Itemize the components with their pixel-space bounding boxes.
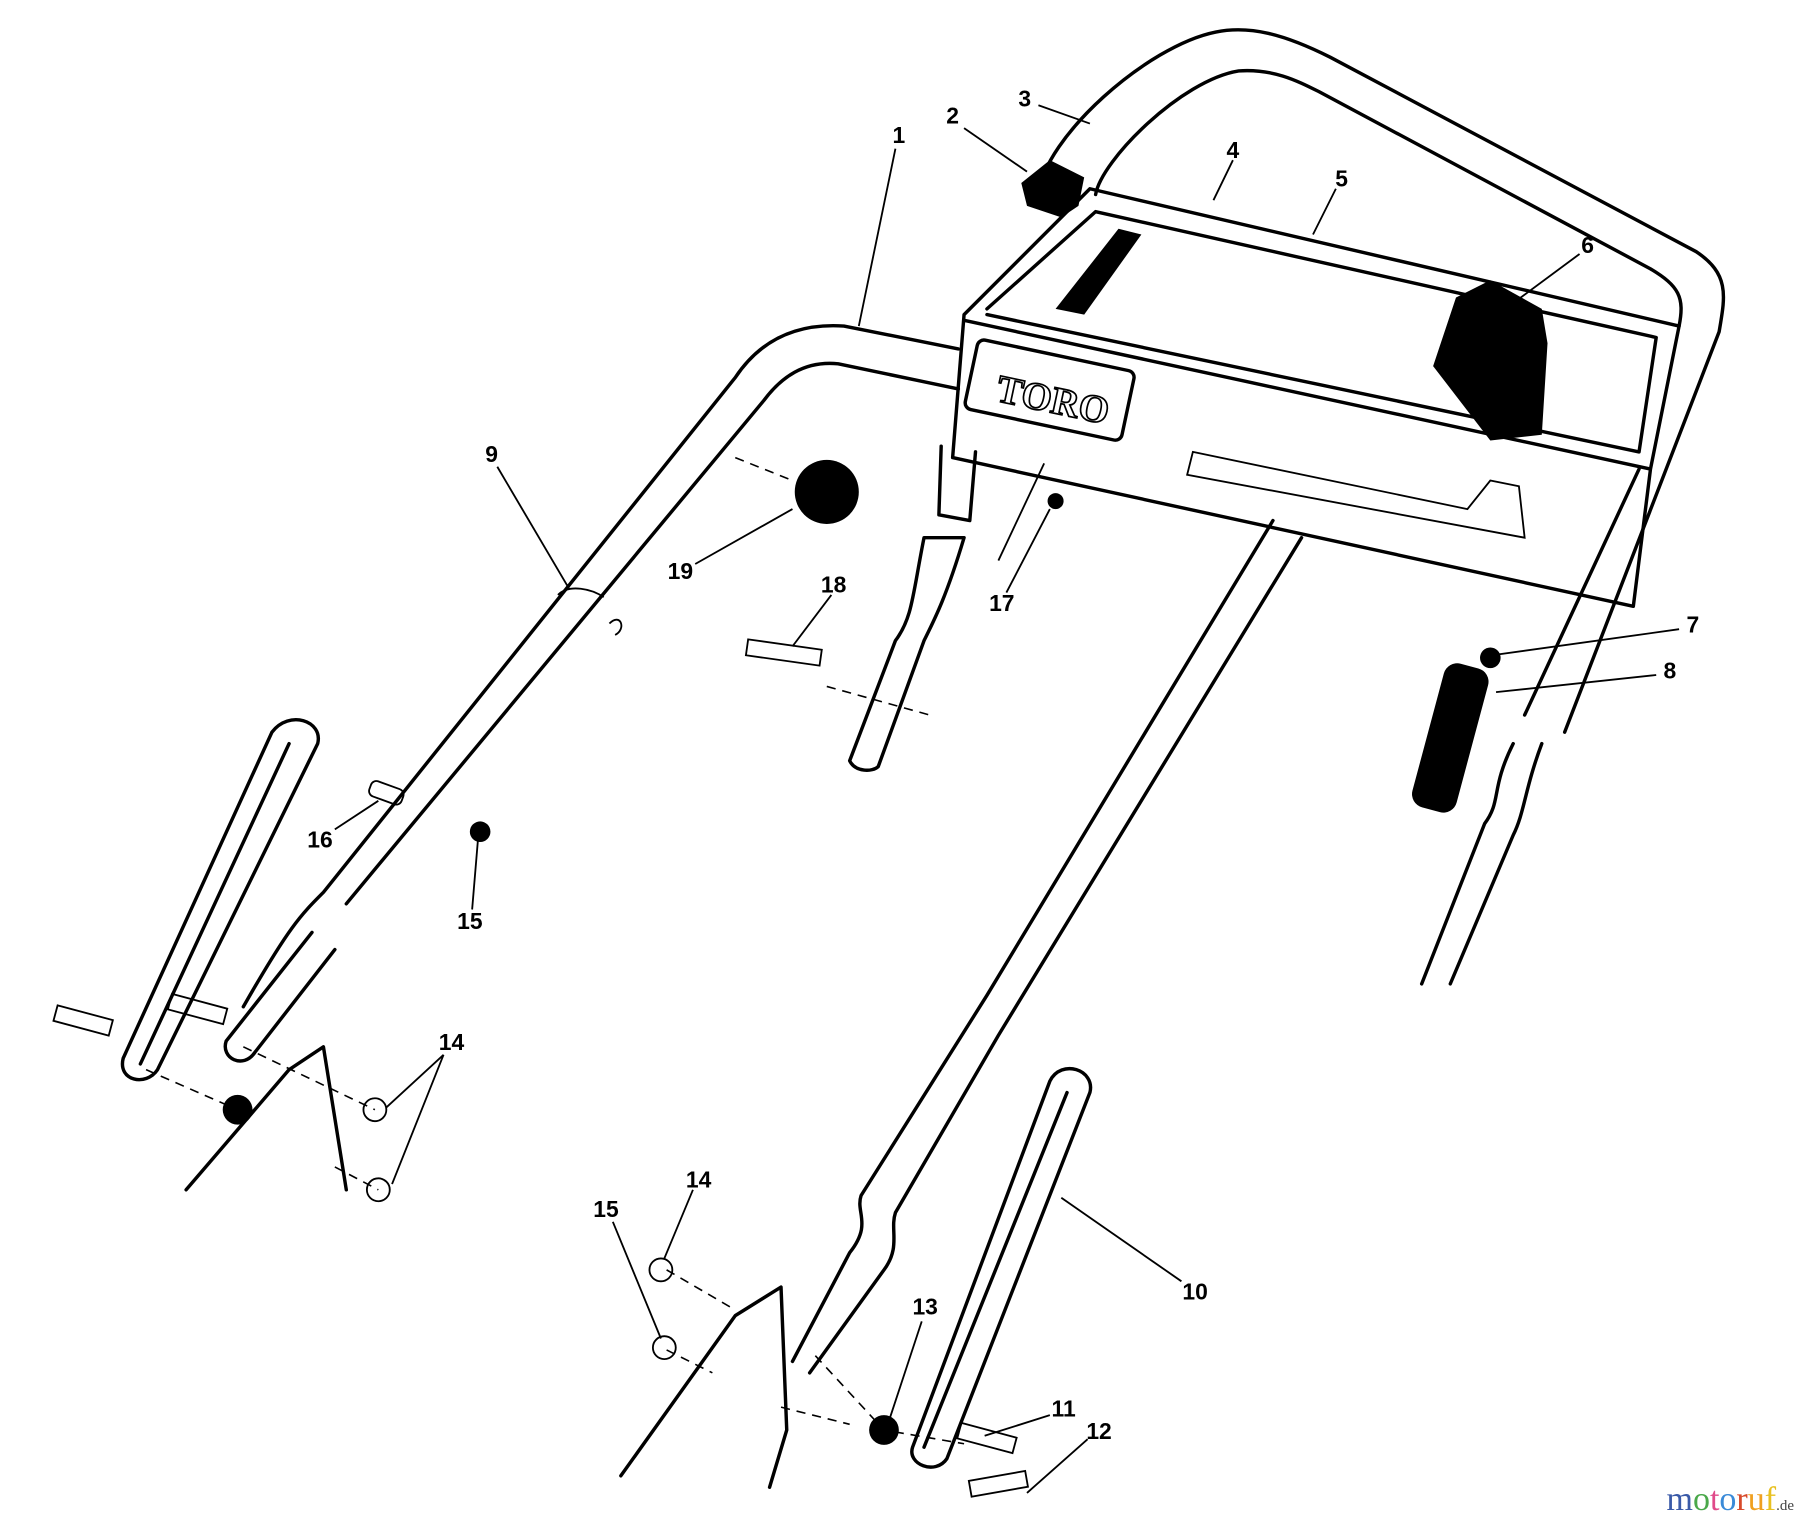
lower-handle-right-leg [790,518,1304,1375]
callout-2: 2 [946,103,959,129]
callout-16: 16 [307,827,332,853]
watermark-letter: o [1719,1481,1737,1518]
handle-lower-section [847,535,966,772]
lower-handle [241,323,961,1009]
right-deck-bracket [619,1285,789,1489]
bolt-18 [744,638,823,667]
left-brace [120,718,320,1082]
bolt-11 [956,1421,1018,1455]
control-panel-box [950,187,1681,609]
decal-panel [1186,450,1526,539]
callout-10: 10 [1182,1279,1207,1305]
throttle-control-2 [1021,160,1085,218]
watermark-letter: u [1747,1481,1765,1518]
left-deck-bracket [184,1045,349,1192]
spring-8 [1412,663,1489,813]
bolt-12 [967,1469,1030,1498]
leader-lines [334,104,1680,1494]
cable-17 [997,462,1045,561]
callout-7: 7 [1686,612,1699,638]
callout-14: 14 [439,1029,465,1055]
handle-stub [937,444,978,523]
left-handle-foot [223,930,337,1063]
upper-handle-right-lower [1419,741,1544,986]
watermark-letter: r [1736,1481,1748,1518]
bail-control-6 [1433,280,1548,441]
callout-13: 13 [912,1293,937,1319]
callout-8: 8 [1664,657,1677,683]
callout-12: 12 [1086,1418,1111,1444]
callout-1: 1 [892,122,905,148]
upper-handle-right-leg [1522,467,1641,717]
callout-15: 15 [457,908,483,934]
callout-14: 14 [686,1167,712,1193]
callout-6: 6 [1581,232,1594,258]
callout-17: 17 [989,590,1014,616]
right-brace [910,1066,1093,1469]
upper-handle-inner [1093,68,1683,328]
callout-19: 19 [668,558,693,584]
callout-5: 5 [1335,165,1348,191]
callout-18: 18 [821,572,847,598]
hardware [52,459,1501,1498]
callout-3: 3 [1018,85,1031,111]
callout-4: 4 [1227,137,1240,163]
clip-9 [557,587,623,636]
callout-15: 15 [593,1196,619,1222]
watermark-letter: t [1709,1481,1720,1518]
callouts: 1 2 3 4 5 6 7 8 9 10 11 12 13 14 14 15 1… [307,85,1699,1444]
throttle-lever [1055,228,1142,315]
control-panel-top [985,209,1658,454]
knob-19 [794,459,859,524]
watermark-letter: m [1666,1481,1693,1518]
ferrule-7 [1480,647,1501,669]
watermark-suffix: .de [1776,1498,1794,1514]
callout-11: 11 [1052,1395,1076,1421]
toro-logo: TORO [993,367,1113,433]
watermark-logo: motoruf.de [1667,1481,1794,1519]
watermark-letter: o [1692,1481,1710,1518]
callout-9: 9 [485,441,498,467]
upper-handle [1036,28,1726,734]
toro-plate [963,338,1136,442]
watermark-letter: f [1764,1481,1777,1518]
pin-16 [368,780,405,806]
